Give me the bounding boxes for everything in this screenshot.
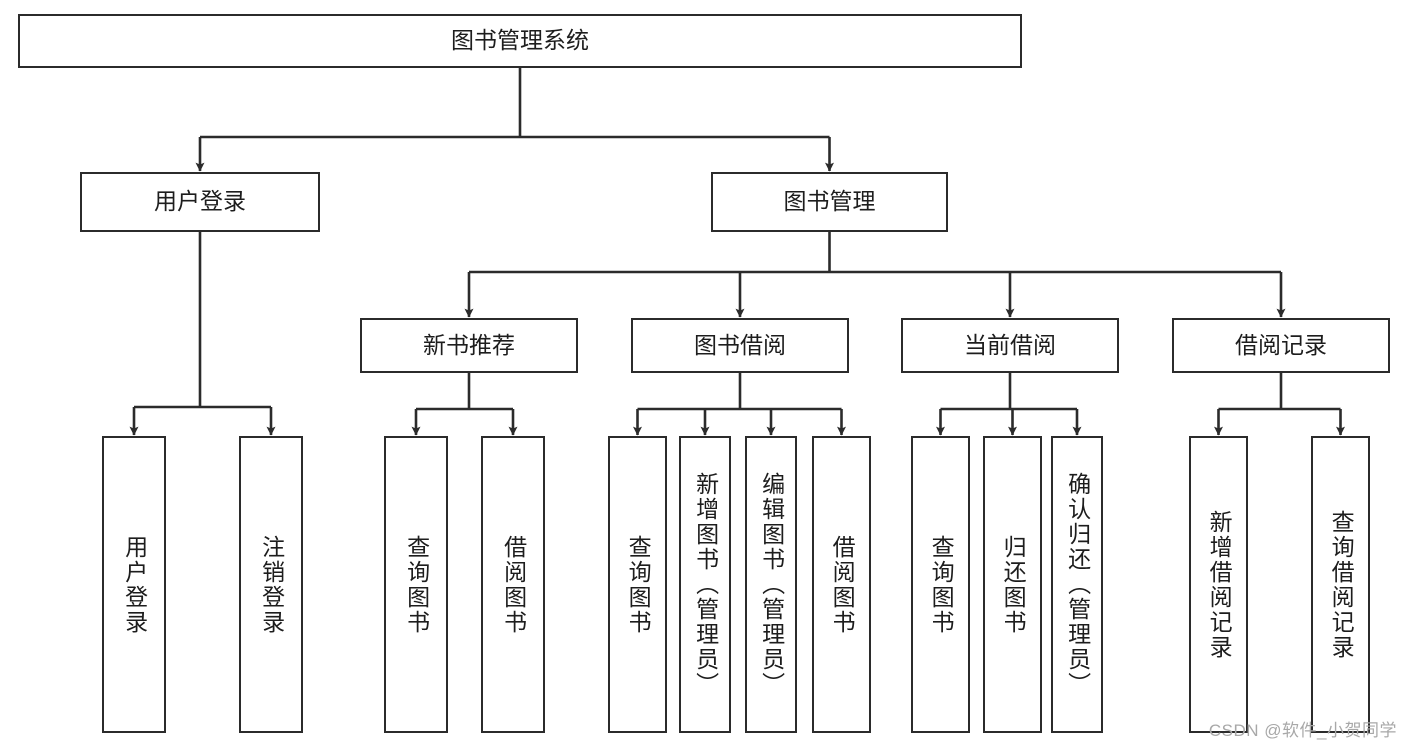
node-label: 图书管理	[783, 188, 876, 215]
node-borrow[interactable]: 图书借阅	[631, 318, 849, 373]
node-login[interactable]: 用户登录	[80, 172, 320, 232]
node-label: 借阅图书	[829, 534, 856, 635]
node-label: 查询图书	[625, 534, 652, 635]
node-b_lend[interactable]: 借阅图书	[812, 436, 871, 733]
node-current[interactable]: 当前借阅	[901, 318, 1119, 373]
node-label: 查询图书	[928, 534, 955, 635]
node-root[interactable]: 图书管理系统	[18, 14, 1022, 68]
node-b_edit[interactable]: 编辑图书（管理员）	[745, 436, 797, 733]
node-l_login[interactable]: 用户登录	[102, 436, 166, 733]
node-label: 查询借阅记录	[1328, 509, 1355, 660]
node-label: 新增图书（管理员）	[692, 472, 719, 697]
node-c_return[interactable]: 归还图书	[983, 436, 1042, 733]
node-c_confirm[interactable]: 确认归还（管理员）	[1051, 436, 1103, 733]
node-label: 用户登录	[154, 188, 246, 215]
node-label: 当前借阅	[964, 331, 1056, 358]
node-r_add[interactable]: 新增借阅记录	[1189, 436, 1248, 733]
node-n_borrow[interactable]: 借阅图书	[481, 436, 545, 733]
node-b_query[interactable]: 查询图书	[608, 436, 667, 733]
node-bookmgmt[interactable]: 图书管理	[711, 172, 948, 232]
node-r_query[interactable]: 查询借阅记录	[1311, 436, 1370, 733]
node-label: 注销登录	[258, 534, 285, 635]
node-label: 图书借阅	[694, 331, 786, 358]
node-label: 确认归还（管理员）	[1064, 472, 1091, 697]
node-newbook[interactable]: 新书推荐	[360, 318, 578, 373]
node-label: 编辑图书（管理员）	[758, 472, 785, 697]
node-label: 新书推荐	[423, 331, 515, 358]
node-b_add[interactable]: 新增图书（管理员）	[679, 436, 731, 733]
node-label: 归还图书	[1000, 534, 1027, 635]
watermark-text: CSDN @软件_小贺同学	[1208, 721, 1397, 740]
node-l_logout[interactable]: 注销登录	[239, 436, 303, 733]
node-label: 借阅图书	[500, 534, 527, 635]
node-n_query[interactable]: 查询图书	[384, 436, 448, 733]
node-label: 查询图书	[403, 534, 430, 635]
node-label: 用户登录	[121, 534, 148, 635]
node-label: 借阅记录	[1235, 331, 1327, 358]
node-c_query[interactable]: 查询图书	[911, 436, 970, 733]
node-records[interactable]: 借阅记录	[1172, 318, 1390, 373]
node-label: 新增借阅记录	[1206, 509, 1233, 660]
node-label: 图书管理系统	[451, 27, 589, 54]
